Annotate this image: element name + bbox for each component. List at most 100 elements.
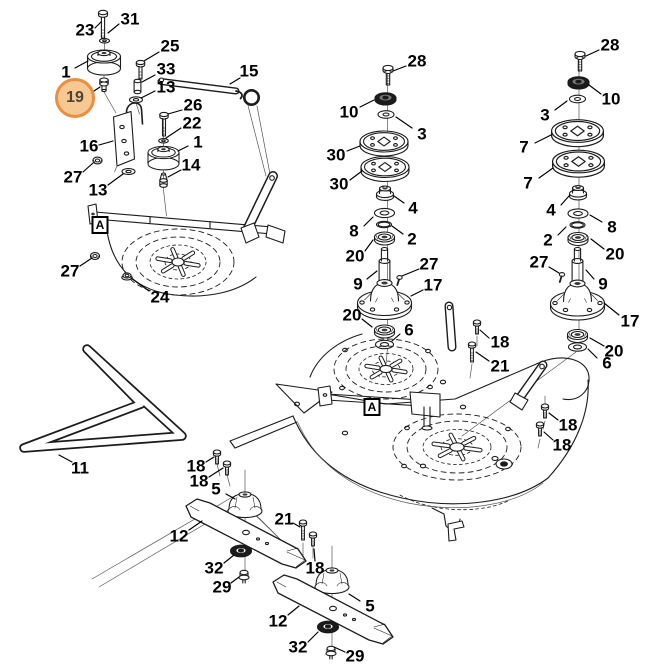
- callout-8[interactable]: 8: [349, 221, 359, 241]
- callout-9[interactable]: 9: [353, 274, 363, 294]
- callout-6[interactable]: 6: [602, 353, 612, 373]
- leader-line-10: [588, 84, 602, 95]
- leader-line-1: [177, 145, 189, 152]
- callout-3[interactable]: 3: [540, 105, 550, 125]
- callout-31[interactable]: 31: [120, 9, 140, 29]
- callout-20[interactable]: 20: [345, 246, 365, 266]
- callout-20[interactable]: 20: [604, 341, 624, 361]
- callout-17[interactable]: 17: [423, 275, 443, 295]
- leader-line-24: [130, 277, 150, 292]
- callout-13[interactable]: 13: [88, 180, 108, 200]
- callout-17[interactable]: 17: [620, 311, 640, 331]
- callout-10[interactable]: 10: [339, 102, 359, 122]
- callout-10[interactable]: 10: [601, 89, 621, 109]
- callout-2[interactable]: 2: [407, 229, 417, 249]
- callout-27[interactable]: 27: [63, 167, 83, 187]
- callout-20[interactable]: 20: [342, 305, 362, 325]
- callout-1[interactable]: 1: [61, 62, 71, 82]
- callout-6[interactable]: 6: [404, 320, 414, 340]
- callout-30[interactable]: 30: [329, 174, 349, 194]
- callout-28[interactable]: 28: [407, 51, 427, 71]
- leader-line-33: [141, 74, 156, 83]
- washer-22-art: [158, 138, 169, 144]
- washer-8b-art: [567, 208, 589, 219]
- washer-31-art: [98, 38, 111, 44]
- leader-line-21: [475, 351, 490, 362]
- spindle-assembly-middle-art: [356, 64, 413, 365]
- callout-33[interactable]: 33: [156, 59, 176, 79]
- callout-7[interactable]: 7: [519, 137, 529, 157]
- leader-line-3: [554, 100, 568, 111]
- leader-line-20: [361, 318, 373, 328]
- callout-23[interactable]: 23: [75, 20, 95, 40]
- leader-line-12: [188, 520, 203, 531]
- callout-11[interactable]: 11: [71, 458, 89, 478]
- callout-18[interactable]: 18: [558, 415, 578, 435]
- callout-18[interactable]: 18: [552, 435, 572, 455]
- washer-13b-art: [121, 167, 136, 176]
- callout-14[interactable]: 14: [181, 155, 201, 175]
- callout-24[interactable]: 24: [150, 287, 170, 307]
- ring-2a-art: [375, 220, 393, 229]
- leader-line-17: [410, 289, 424, 297]
- callout-29[interactable]: 29: [345, 646, 365, 665]
- callout-4[interactable]: 4: [408, 198, 418, 218]
- leader-line-8: [363, 216, 374, 227]
- callout-28[interactable]: 28: [600, 35, 620, 55]
- callout-7[interactable]: 7: [523, 173, 533, 193]
- callout-18[interactable]: 18: [305, 558, 325, 578]
- section-marker-a: A: [363, 398, 381, 416]
- callout-18[interactable]: 18: [189, 471, 209, 491]
- callout-9[interactable]: 9: [598, 274, 608, 294]
- deck-arm-right-art: [509, 360, 548, 411]
- bolt-24-art: [121, 272, 133, 281]
- callout-21[interactable]: 21: [274, 509, 294, 529]
- callout-3[interactable]: 3: [417, 124, 427, 144]
- callout-5[interactable]: 5: [365, 596, 375, 616]
- callout-1[interactable]: 1: [193, 132, 203, 152]
- leader-line-26: [167, 109, 183, 115]
- callout-22[interactable]: 22: [182, 113, 202, 133]
- leader-line-15: [229, 77, 241, 85]
- callout-25[interactable]: 25: [160, 36, 180, 56]
- leader-line-18: [479, 329, 490, 339]
- callout-21[interactable]: 21: [490, 356, 510, 376]
- leader-line-10: [359, 99, 375, 108]
- bracket-16-art: [112, 102, 144, 173]
- washer-3b-art: [568, 94, 587, 104]
- callout-4[interactable]: 4: [546, 200, 556, 220]
- callout-30[interactable]: 30: [326, 145, 346, 165]
- leader-line-7: [538, 167, 554, 179]
- callout-32[interactable]: 32: [288, 637, 308, 657]
- callout-16[interactable]: 16: [79, 136, 99, 156]
- callout-19-selected[interactable]: 19: [55, 78, 95, 118]
- callout-29[interactable]: 29: [212, 577, 232, 597]
- callout-27[interactable]: 27: [419, 254, 439, 274]
- callout-32[interactable]: 32: [204, 558, 224, 578]
- callout-27[interactable]: 27: [529, 252, 549, 272]
- callout-20[interactable]: 20: [605, 244, 625, 264]
- leader-line-11: [58, 454, 73, 463]
- callout-8[interactable]: 8: [607, 217, 617, 237]
- callout-12[interactable]: 12: [169, 526, 189, 546]
- callout-18[interactable]: 18: [186, 456, 206, 476]
- callout-13[interactable]: 13: [156, 77, 176, 97]
- callout-18[interactable]: 18: [490, 332, 510, 352]
- callout-26[interactable]: 26: [183, 95, 203, 115]
- callout-12[interactable]: 12: [268, 611, 288, 631]
- callout-2[interactable]: 2: [543, 230, 553, 250]
- leader-line-27: [548, 266, 560, 274]
- callout-15[interactable]: 15: [239, 61, 259, 81]
- leader-line-20: [364, 239, 374, 252]
- leader-line-9: [366, 270, 378, 280]
- callout-27[interactable]: 27: [60, 261, 80, 281]
- leader-line-12: [287, 605, 300, 616]
- leader-line-2: [557, 226, 567, 236]
- leader-line-29: [230, 576, 240, 584]
- idler-arm-art: [240, 171, 278, 244]
- leader-line-18: [208, 467, 224, 478]
- leader-line-27: [79, 257, 93, 267]
- callout-5[interactable]: 5: [211, 479, 221, 499]
